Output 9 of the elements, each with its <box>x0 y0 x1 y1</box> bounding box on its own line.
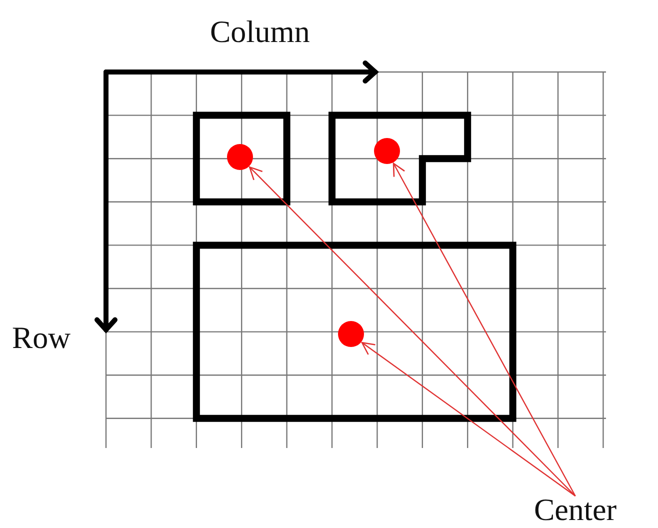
leader-arrow <box>249 166 576 496</box>
center-dot <box>338 321 364 347</box>
center-dot <box>374 138 400 164</box>
axis-label: Column <box>210 16 310 47</box>
callout-label: Center <box>534 494 617 525</box>
leader-arrow <box>361 342 576 496</box>
axis-label: Row <box>12 322 71 353</box>
leader-arrow <box>392 162 576 496</box>
center-dot <box>227 144 253 170</box>
